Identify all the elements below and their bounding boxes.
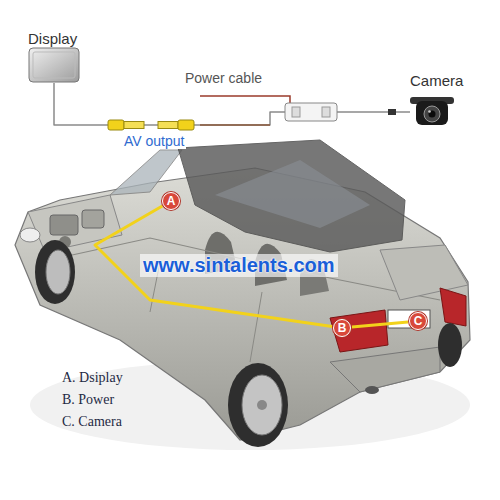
cable-label-box: AV output [122, 133, 186, 149]
watermark: www.sintalents.com [143, 254, 335, 277]
rear-camera: Camera [410, 72, 463, 129]
callout-letter-text: B [338, 322, 347, 334]
display-unit: Display [28, 30, 80, 83]
callout-letter-text: C [414, 315, 423, 327]
rca-plugs [108, 120, 194, 130]
cable-label-box: Power cable [185, 70, 262, 86]
key-note: B. Power [62, 392, 114, 408]
camera-icon [410, 95, 454, 129]
wiring-route [352, 322, 408, 327]
cable-joint [388, 109, 396, 115]
watermark-box: www.sintalents.com [140, 254, 338, 277]
part-label: Display [28, 30, 80, 47]
part-label: Camera [410, 72, 463, 89]
callout-letter: C [409, 312, 427, 330]
junction-box [285, 103, 337, 121]
av-cable [54, 83, 410, 125]
display-screen [28, 47, 80, 83]
av-wire [200, 124, 270, 126]
key-note-box: B. Power [62, 392, 114, 408]
power-wire [200, 96, 290, 103]
key-note: C. Camera [62, 414, 122, 430]
key-note: A. Dsiplay [62, 370, 123, 386]
key-note-box: A. Dsiplay [62, 370, 123, 386]
callout-letter: A [162, 192, 180, 210]
key-note-box: C. Camera [62, 414, 122, 430]
callout-letter-text: A [167, 195, 176, 207]
cable-label: Power cable [185, 70, 262, 86]
cable-label: AV output [124, 133, 184, 149]
callout-letter: B [333, 319, 351, 337]
